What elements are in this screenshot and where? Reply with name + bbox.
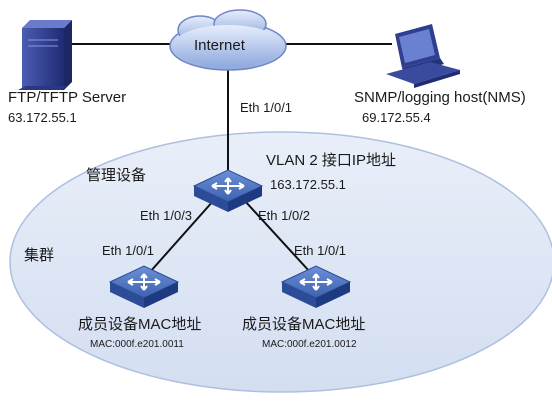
vlan-interface-label: VLAN 2 接口IP地址 xyxy=(266,152,397,169)
member-switch-left-icon xyxy=(108,265,180,308)
port-member-right-label: Eth 1/0/1 xyxy=(294,243,347,258)
member-switch-right-icon xyxy=(280,265,352,308)
snmp-host-ip: 69.172.55.4 xyxy=(362,110,431,125)
cluster-area xyxy=(9,131,552,393)
server-icon xyxy=(18,20,72,90)
link-mgmt-member-left xyxy=(149,199,215,273)
port-member-left-label: Eth 1/0/1 xyxy=(102,243,155,258)
port-uplink-label: Eth 1/0/1 xyxy=(240,100,293,115)
link-mgmt-member-right xyxy=(243,199,311,273)
member-left-mac: MAC:000f.e201.0011 xyxy=(90,339,184,350)
cluster-label: 集群 xyxy=(24,247,55,264)
member-right-label: 成员设备MAC地址 xyxy=(242,316,366,333)
internet-cloud-icon xyxy=(169,9,287,71)
management-switch-icon xyxy=(192,169,264,212)
management-device-label: 管理设备 xyxy=(86,167,147,184)
ftp-server-name: FTP/TFTP Server xyxy=(8,89,127,106)
member-left-label: 成员设备MAC地址 xyxy=(78,316,202,333)
port-left-down-label: Eth 1/0/3 xyxy=(140,208,193,223)
port-right-down-label: Eth 1/0/2 xyxy=(258,208,311,223)
internet-label: Internet xyxy=(194,37,245,54)
vlan-interface-ip: 163.172.55.1 xyxy=(270,177,346,192)
snmp-host-name: SNMP/logging host(NMS) xyxy=(354,89,526,106)
ftp-server-ip: 63.172.55.1 xyxy=(8,110,77,125)
computer-icon xyxy=(386,24,460,88)
member-right-mac: MAC:000f.e201.0012 xyxy=(262,339,357,350)
